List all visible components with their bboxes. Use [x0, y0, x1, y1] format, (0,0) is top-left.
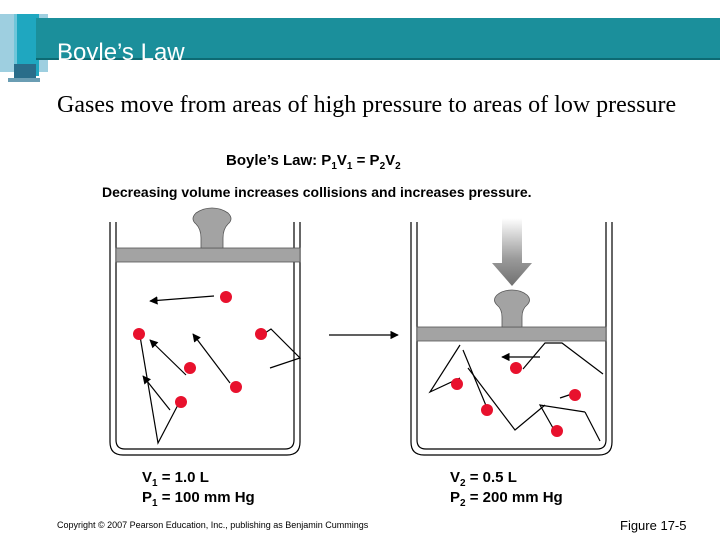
- right-particles: [451, 362, 581, 437]
- left-volume-label: V1 = 1.0 L: [142, 469, 209, 489]
- slide-title: Boyle’s Law: [57, 39, 185, 60]
- left-pressure-label: P1 = 100 mm Hg: [142, 489, 255, 509]
- title-decoration-tab: [14, 64, 36, 78]
- right-piston: [416, 289, 607, 342]
- right-pressure-label: P2 = 200 mm Hg: [450, 489, 563, 509]
- figure-reference: Figure 17-5: [620, 518, 687, 533]
- compression-arrow-icon: [492, 218, 532, 286]
- copyright-notice: Copyright © 2007 Pearson Education, Inc.…: [57, 520, 369, 530]
- right-trajectories: [428, 342, 604, 442]
- left-trajectories: [139, 295, 302, 445]
- left-piston: [115, 207, 301, 263]
- right-container: [410, 222, 613, 456]
- right-volume-label: V2 = 0.5 L: [450, 469, 517, 489]
- figure-caption: Decreasing volume increases collisions a…: [102, 184, 532, 200]
- figure-heading: Boyle’s Law: P1V1 = P2V2: [226, 152, 401, 172]
- left-container: [109, 222, 301, 456]
- title-bar: [36, 18, 720, 58]
- title-bar-rule: [36, 58, 720, 60]
- left-particles: [133, 291, 267, 408]
- title-decoration-underline: [8, 78, 40, 82]
- bullet-text: Gases move from areas of high pressure t…: [57, 92, 677, 118]
